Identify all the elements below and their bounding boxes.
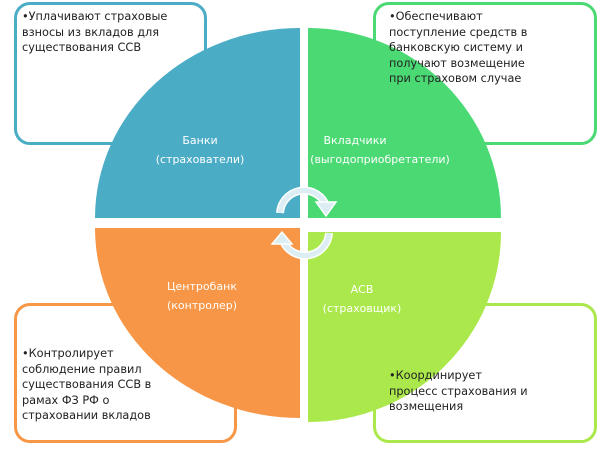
centralbank-label: Центробанк (контролер)	[102, 277, 302, 315]
banks-label: Банки (страхователи)	[100, 131, 300, 169]
banks-quadrant	[95, 28, 300, 218]
depositors-box-text: •Обеспечивают поступление средств в банк…	[389, 10, 528, 85]
centralbank-subtitle: (контролер)	[166, 299, 238, 312]
asv-title: АСВ	[350, 283, 374, 296]
centralbank-title: Центробанк	[167, 280, 237, 293]
cycle-arrow-bottom-icon	[270, 230, 333, 260]
depositors-label: Вкладчики (выгодоприобретатели)	[280, 131, 480, 169]
asv-subtitle: (страховщик)	[322, 302, 402, 315]
banks-subtitle: (страхователи)	[155, 153, 245, 166]
asv-label: АСВ (страховщик)	[262, 280, 462, 318]
asv-quadrant	[308, 232, 501, 422]
depositors-quadrant	[308, 28, 501, 218]
depositors-subtitle: (выгодоприобретатели)	[310, 153, 450, 166]
centralbank-quadrant	[95, 228, 300, 418]
banks-title: Банки	[182, 134, 218, 147]
asv-box-text: •Координирует процесс страхования и возм…	[389, 369, 528, 413]
banks-box-text: •Уплачивают страховые взносы из вкладов …	[22, 10, 168, 54]
centralbank-box-text: •Контролирует соблюдение правил существо…	[22, 347, 152, 422]
depositors-title: Вкладчики	[323, 134, 387, 147]
cycle-arrow-top-icon	[276, 186, 338, 218]
